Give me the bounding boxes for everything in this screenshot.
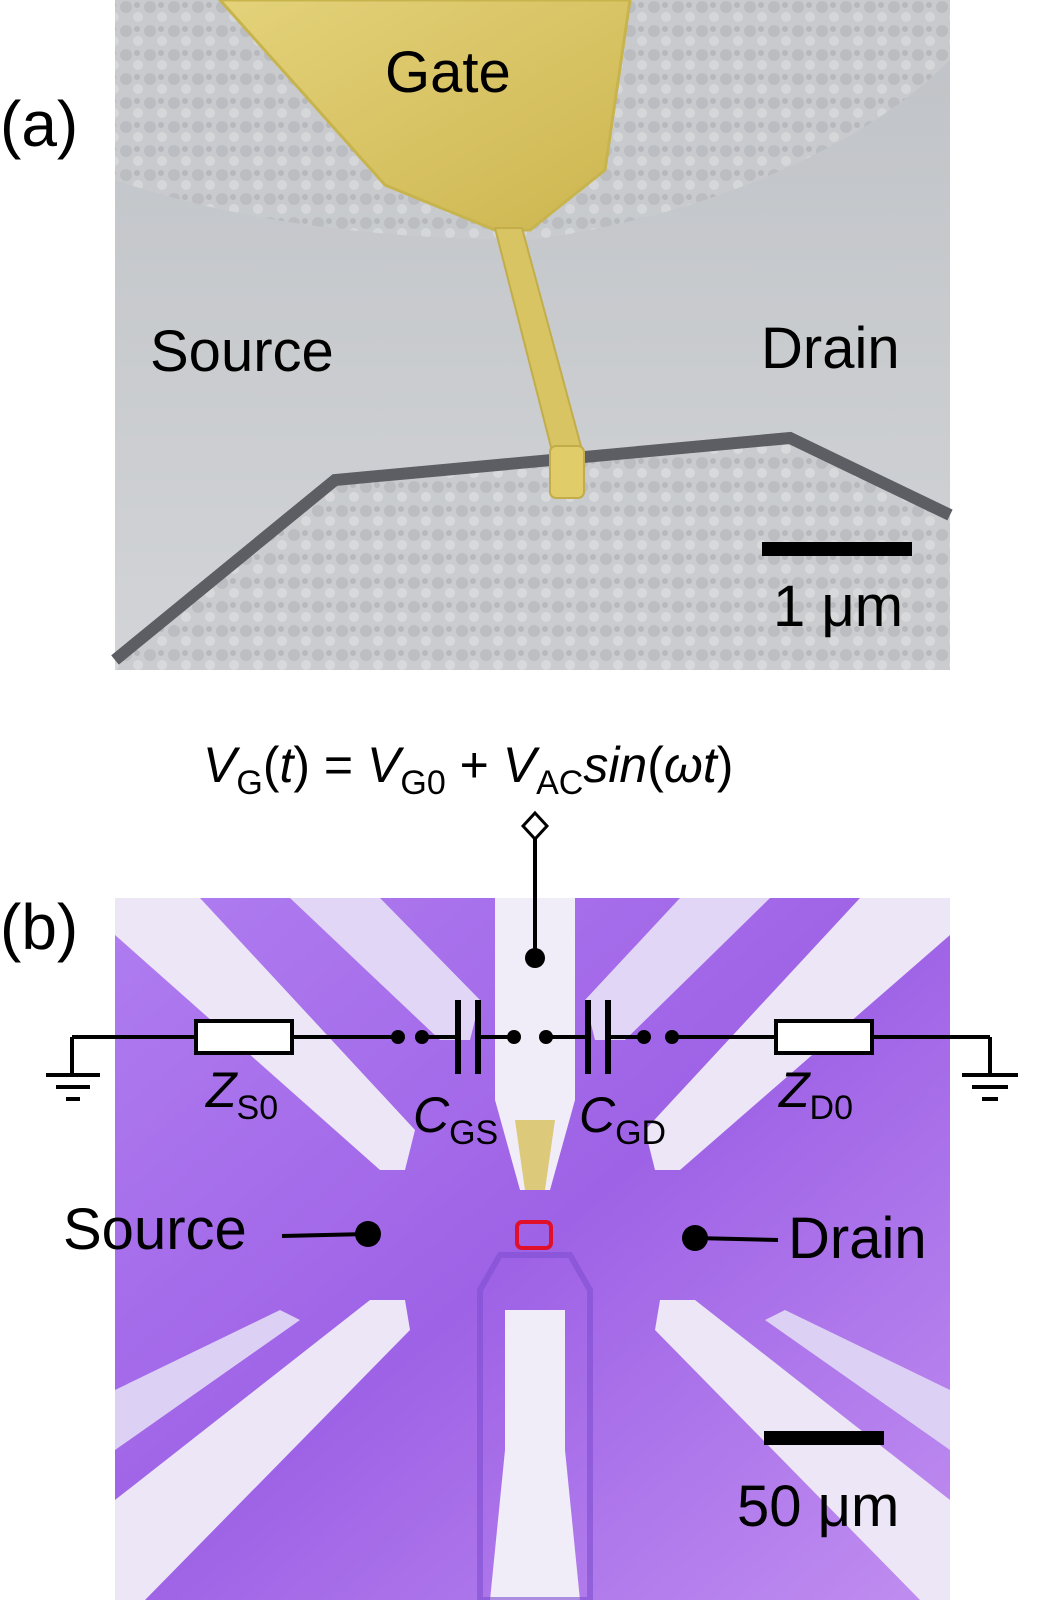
scale-bar-a <box>762 542 912 556</box>
input-terminal-diamond <box>520 810 550 842</box>
panel-a-image <box>111 0 953 670</box>
source-leader <box>281 1232 369 1238</box>
panel-label-b: (b) <box>0 891 79 963</box>
scale-bar-b-label: 50 μm <box>737 1474 900 1539</box>
drain-node <box>682 1225 708 1251</box>
scale-bar-a-label: 1 μm <box>773 574 904 639</box>
resistor-zs0 <box>194 1019 294 1055</box>
panel-b-image <box>115 898 950 1600</box>
cgs-label: CGS <box>413 1087 499 1152</box>
drain-label-a: Drain <box>761 316 900 381</box>
zs0-label: ZS0 <box>206 1062 279 1127</box>
zd0-label: ZD0 <box>779 1062 854 1127</box>
drain-label-b: Drain <box>788 1206 927 1271</box>
resistor-zd0 <box>774 1019 874 1055</box>
source-label-a: Source <box>150 319 334 384</box>
gate-voltage-equation: VG(t) = VG0 + VACsin(ωt) <box>203 737 734 802</box>
panel-label-a: (a) <box>0 88 79 160</box>
circuit-diagram <box>46 810 1018 1251</box>
source-node <box>355 1221 381 1247</box>
scale-bar-b <box>764 1431 884 1445</box>
region-marker <box>515 1220 553 1250</box>
source-label-b: Source <box>63 1197 247 1262</box>
gate-label: Gate <box>385 40 511 105</box>
gate-node <box>525 948 545 968</box>
cgd-label: CGD <box>579 1087 667 1152</box>
drain-leader <box>694 1236 779 1242</box>
